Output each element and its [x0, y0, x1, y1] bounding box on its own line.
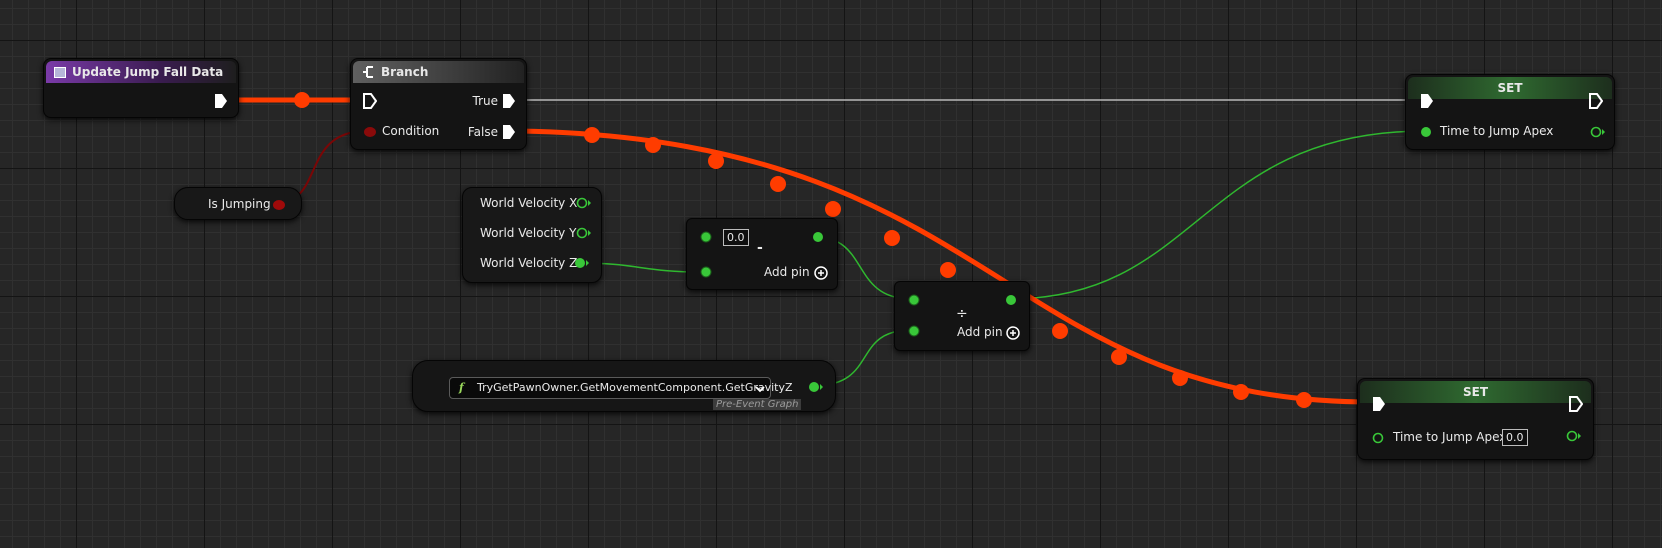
- exec-out-pin[interactable]: [214, 93, 228, 109]
- divide-node[interactable]: ÷ Add pin: [894, 281, 1030, 351]
- divide-out-pin[interactable]: [1003, 293, 1019, 307]
- divide-add-pin-label[interactable]: Add pin: [957, 325, 1003, 339]
- condition-pin[interactable]: [362, 125, 378, 139]
- event-node-title: Update Jump Fall Data: [72, 65, 224, 79]
- divide-add-pin-icon[interactable]: [1005, 325, 1021, 341]
- subtract-add-pin-label[interactable]: Add pin: [764, 265, 810, 279]
- set-bottom-header: SET: [1360, 381, 1591, 403]
- set-bottom-value-in-pin[interactable]: [1371, 431, 1387, 445]
- set-bottom-value-out-pin[interactable]: [1565, 429, 1583, 443]
- divide-symbol: ÷: [956, 306, 968, 322]
- branch-exec-in-pin[interactable]: [363, 93, 377, 109]
- subtract-node[interactable]: 0.0 - Add pin: [686, 218, 838, 290]
- subtract-add-pin-icon[interactable]: [813, 265, 829, 281]
- is-jumping-out-pin[interactable]: [271, 198, 287, 212]
- true-label: True: [472, 94, 499, 108]
- event-node-update-jump-fall-data[interactable]: Update Jump Fall Data: [43, 58, 239, 118]
- world-velocity-x-label: World Velocity X: [480, 196, 578, 210]
- set-top-header: SET: [1408, 77, 1612, 99]
- set-top-value-out-pin[interactable]: [1589, 125, 1607, 139]
- set-top-var-label: Time to Jump Apex: [1440, 124, 1554, 138]
- function-selector[interactable]: f TryGetPawnOwner.GetMovementComponent.G…: [449, 377, 793, 399]
- subtract-in-b-pin[interactable]: [698, 265, 714, 279]
- set-top-exec-in-pin[interactable]: [1420, 93, 1434, 109]
- velocity-x-pin[interactable]: [575, 196, 591, 210]
- set-bottom-title: SET: [1462, 385, 1489, 399]
- divide-in-b-pin[interactable]: [906, 324, 922, 338]
- is-jumping-node[interactable]: Is Jumping: [174, 187, 302, 220]
- subtract-default-value[interactable]: 0.0: [723, 229, 749, 246]
- true-exec-pin[interactable]: [502, 93, 516, 109]
- subtract-out-pin[interactable]: [810, 230, 826, 244]
- set-node-bottom[interactable]: SET Time to Jump Apex 0.0: [1357, 378, 1594, 460]
- world-velocity-y-label: World Velocity Y: [480, 226, 577, 240]
- set-node-top[interactable]: SET Time to Jump Apex: [1405, 74, 1615, 150]
- get-gravity-z-node[interactable]: f TryGetPawnOwner.GetMovementComponent.G…: [412, 360, 836, 412]
- subtract-symbol: -: [757, 240, 763, 256]
- function-icon: f: [459, 381, 464, 394]
- set-top-value-in-pin[interactable]: [1419, 125, 1435, 139]
- divide-in-a-pin[interactable]: [906, 293, 922, 307]
- event-icon: [54, 66, 66, 78]
- float-wire-div-set[interactable]: [1009, 130, 1426, 300]
- branch-icon: [363, 66, 373, 78]
- exec-wire-false[interactable]: [519, 128, 1373, 405]
- gravity-out-pin[interactable]: [807, 380, 825, 394]
- function-context: Pre-Event Graph: [713, 399, 802, 410]
- velocity-z-pin[interactable]: [573, 256, 589, 270]
- function-name: TryGetPawnOwner.GetMovementComponent.Get…: [477, 381, 793, 394]
- branch-node-title: Branch: [381, 65, 429, 79]
- set-bottom-exec-out-pin[interactable]: [1569, 396, 1583, 412]
- world-velocity-z-label: World Velocity Z: [480, 256, 578, 270]
- condition-label: Condition: [382, 124, 440, 138]
- world-velocity-node[interactable]: World Velocity X World Velocity Y World …: [462, 187, 602, 283]
- branch-node[interactable]: Branch Condition True False: [350, 58, 527, 150]
- false-label: False: [467, 125, 498, 139]
- branch-node-header: Branch: [353, 61, 524, 83]
- event-node-header: Update Jump Fall Data: [46, 61, 236, 83]
- set-bottom-default-value[interactable]: 0.0: [1502, 429, 1528, 446]
- set-bottom-var-label: Time to Jump Apex: [1393, 430, 1507, 444]
- set-top-exec-out-pin[interactable]: [1589, 93, 1603, 109]
- false-exec-pin[interactable]: [502, 124, 516, 140]
- chevron-down-icon[interactable]: [754, 384, 766, 394]
- set-top-title: SET: [1497, 81, 1523, 95]
- is-jumping-label: Is Jumping: [208, 197, 271, 211]
- velocity-y-pin[interactable]: [575, 226, 591, 240]
- subtract-in-a-pin[interactable]: [698, 230, 714, 244]
- set-bottom-exec-in-pin[interactable]: [1372, 396, 1386, 412]
